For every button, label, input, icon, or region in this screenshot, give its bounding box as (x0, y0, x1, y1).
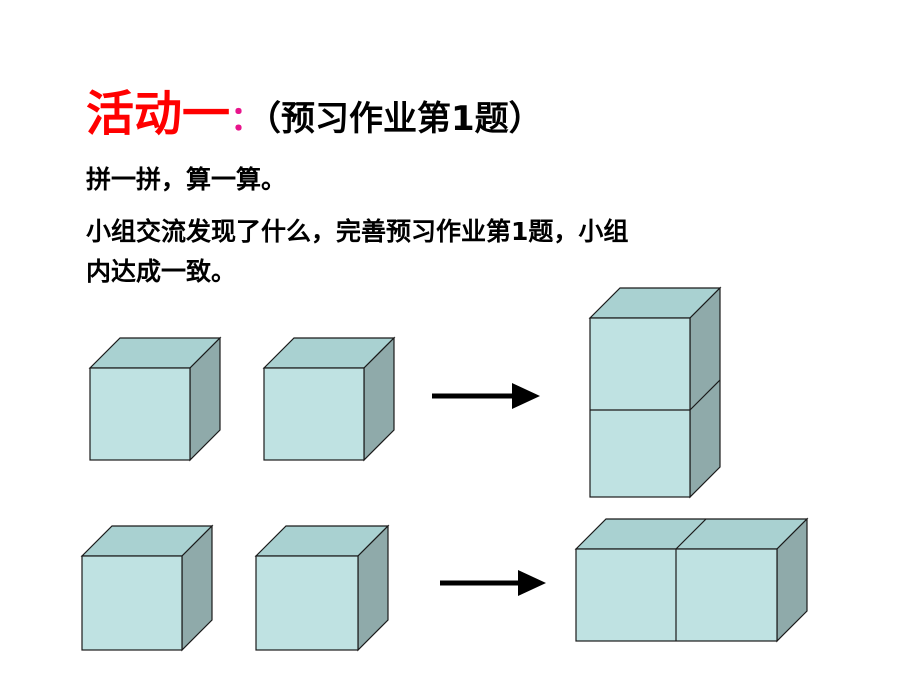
title-subtitle: （预习作业第1题） (264, 99, 543, 139)
instruction-line-2: 小组交流发现了什么，完善预习作业第1题，小组 (86, 217, 629, 246)
title-main: 活动一 (86, 86, 231, 142)
instruction-line-1: 拼一拼，算一算。 (86, 165, 287, 194)
title-colon: ： (230, 99, 265, 139)
slide-title: 活动一：（预习作业第1题） (86, 74, 543, 144)
cube-row1-right (262, 336, 396, 462)
cube-row2-right (254, 524, 390, 652)
arrow-row2 (440, 570, 546, 596)
instruction-line-3: 内达成一致。 (86, 257, 237, 286)
arrow-row1 (432, 383, 540, 409)
stacked-cubes (588, 286, 722, 499)
cube-row2-left (80, 524, 214, 652)
cube-row1-left (88, 336, 222, 462)
side-by-side-cubes (574, 517, 809, 643)
